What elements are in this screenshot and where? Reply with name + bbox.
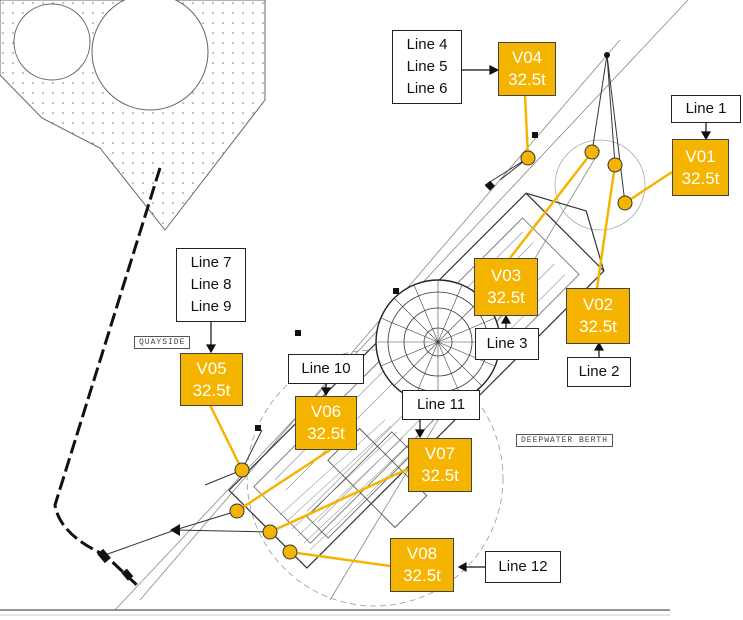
mooring-point-v08 bbox=[282, 544, 298, 560]
vessel-load: 32.5t bbox=[403, 566, 441, 585]
mooring-points bbox=[229, 144, 633, 560]
bollards bbox=[97, 52, 610, 581]
mooring-point-1 bbox=[584, 144, 600, 160]
label-text: Line 10 bbox=[301, 360, 351, 377]
label-text: Line 3 bbox=[486, 335, 528, 352]
label-text: Line 12 bbox=[498, 558, 548, 575]
mooring-point-v07 bbox=[262, 524, 278, 540]
label-text: Line 9 bbox=[190, 298, 232, 315]
v06-connector bbox=[236, 448, 331, 513]
label-text: Line 2 bbox=[578, 363, 620, 380]
arc-top bbox=[554, 139, 646, 231]
label-line-7-8-9: Line 7 Line 8 Line 9 bbox=[176, 248, 246, 322]
vessel-name: V02 bbox=[582, 295, 614, 314]
label-line-1: Line 1 bbox=[671, 95, 741, 123]
v03-connector-a bbox=[509, 151, 593, 259]
v07-connector bbox=[269, 466, 411, 534]
label-text: Line 6 bbox=[406, 80, 448, 97]
vessel-name: V08 bbox=[406, 544, 438, 563]
vessel-name: V03 bbox=[490, 266, 522, 285]
vessel-v07: V07 32.5t bbox=[408, 438, 472, 492]
mooring-point-2 bbox=[607, 157, 623, 173]
vessel-v06: V06 32.5t bbox=[295, 396, 357, 450]
label-text: Line 4 bbox=[406, 36, 448, 53]
label-text: Line 7 bbox=[190, 254, 232, 271]
deepwater-berth-label: DEEPWATER BERTH bbox=[516, 434, 614, 447]
vessel-v01: V01 32.5t bbox=[672, 139, 729, 196]
stern-mooring-lines bbox=[104, 429, 271, 556]
vessel-v04: V04 32.5t bbox=[498, 42, 556, 96]
vessel-load: 32.5t bbox=[579, 317, 617, 336]
v02-connector-a bbox=[595, 164, 617, 289]
label-text: Line 8 bbox=[190, 276, 232, 293]
vessel-load: 32.5t bbox=[307, 424, 345, 443]
v08-connector bbox=[289, 550, 391, 568]
vessel-load: 32.5t bbox=[681, 168, 720, 188]
vessel-load: 32.5t bbox=[421, 466, 459, 485]
vessel-load: 32.5t bbox=[487, 288, 525, 307]
v04-connector bbox=[523, 94, 530, 159]
quay-hatched-area bbox=[0, 0, 266, 231]
label-line-12: Line 12 bbox=[485, 551, 561, 583]
label-arrows bbox=[205, 65, 712, 573]
vessel-name: V01 bbox=[685, 146, 716, 166]
vessel-load: 32.5t bbox=[508, 70, 546, 89]
label-line-10: Line 10 bbox=[288, 354, 364, 384]
vessel-v05: V05 32.5t bbox=[180, 353, 243, 406]
label-text: Line 11 bbox=[416, 396, 466, 413]
label-line-3: Line 3 bbox=[475, 328, 539, 360]
connector-lines bbox=[208, 94, 673, 568]
vessel-v02: V02 32.5t bbox=[566, 288, 630, 344]
mooring-point-v06 bbox=[229, 503, 245, 519]
vessel-name: V04 bbox=[511, 48, 543, 67]
mooring-point-v04 bbox=[520, 150, 536, 166]
vessel-load: 32.5t bbox=[192, 380, 231, 400]
boundary-dashed-line bbox=[53, 167, 162, 590]
label-text: Line 1 bbox=[685, 100, 727, 117]
label-text: Line 5 bbox=[406, 58, 448, 75]
v01-connector bbox=[624, 170, 673, 205]
vessel-name: V05 bbox=[196, 358, 227, 378]
v05-connector bbox=[208, 404, 244, 471]
mooring-point-v05 bbox=[234, 462, 250, 478]
vessel-name: V06 bbox=[310, 402, 342, 421]
turning-circle bbox=[246, 349, 504, 607]
vessel-name: V07 bbox=[424, 444, 456, 463]
quayside-label: QUAYSIDE bbox=[134, 336, 191, 349]
label-line-4-5-6: Line 4 Line 5 Line 6 bbox=[392, 30, 462, 104]
label-line-2: Line 2 bbox=[567, 357, 631, 387]
mooring-point-v01 bbox=[617, 195, 633, 211]
vessel-v08: V08 32.5t bbox=[390, 538, 454, 592]
label-line-11: Line 11 bbox=[402, 390, 480, 420]
vessel-v03: V03 32.5t bbox=[474, 258, 538, 316]
